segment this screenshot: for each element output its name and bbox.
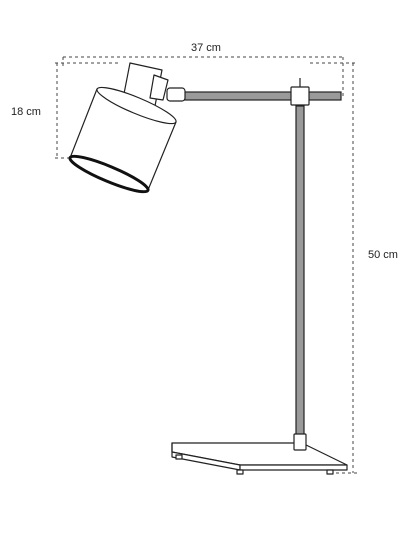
lamp-shade bbox=[68, 86, 177, 194]
arm-end-knuckle bbox=[166, 87, 186, 102]
shade-height-label: 18 cm bbox=[11, 106, 41, 118]
width-label: 37 cm bbox=[191, 42, 221, 54]
vertical-pole bbox=[295, 105, 305, 437]
dimension-guides bbox=[55, 56, 358, 474]
lamp bbox=[68, 62, 348, 475]
pole-foot-collar bbox=[293, 433, 307, 451]
pole-arm-joint bbox=[290, 86, 310, 106]
lamp-base bbox=[171, 442, 348, 475]
total-height-label: 50 cm bbox=[368, 249, 398, 261]
horizontal-arm bbox=[183, 91, 342, 101]
